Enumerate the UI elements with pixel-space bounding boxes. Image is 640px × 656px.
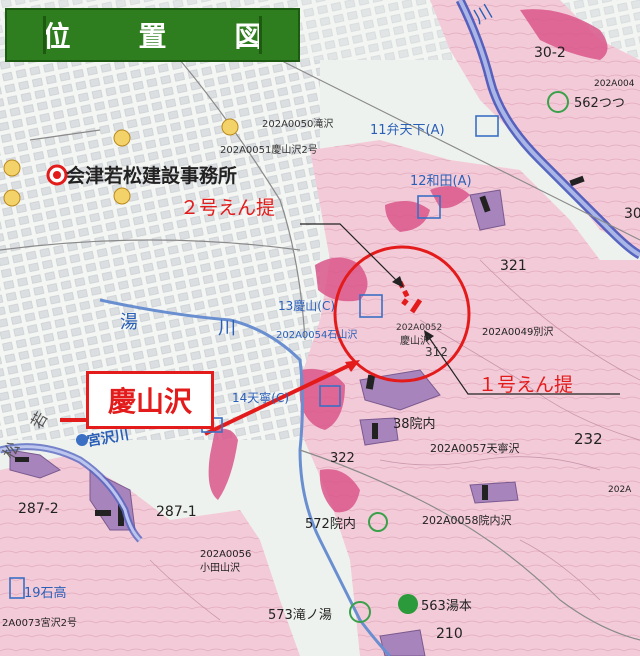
label-30: 30 xyxy=(624,206,640,222)
label-kawa: 川 xyxy=(218,318,236,339)
label-benten: 11弁天下(A) xyxy=(370,123,445,138)
label-563: 563湯本 xyxy=(421,599,472,614)
callout-dam2: ２号えん提 xyxy=(180,197,276,219)
label-keizan-zawa: 慶山沢 xyxy=(400,334,430,347)
office-label: 会津若松建設事務所 xyxy=(66,164,237,187)
office-marker-dot xyxy=(53,171,61,179)
label-ishiyama: 202A0054石山沢 xyxy=(276,328,357,341)
label-z0058: 202A0058院内沢 xyxy=(422,513,512,527)
dam2-leader-head xyxy=(392,276,404,288)
label-322: 322 xyxy=(330,451,355,466)
dam-area-38 xyxy=(359,417,399,446)
label-38: 38院内 xyxy=(393,416,436,432)
label-z0057: 202A0057天寧沢 xyxy=(430,441,520,455)
river-miyazawa-inner xyxy=(0,445,142,542)
label-keizan-c: 13慶山(C) xyxy=(278,299,335,313)
label-odayama: 小田山沢 xyxy=(200,561,240,574)
river-point-icon xyxy=(76,434,88,446)
river-northeast-inner xyxy=(458,0,640,257)
roads xyxy=(0,59,640,641)
onsen-filled-circle xyxy=(398,594,418,614)
label-202a: 202A xyxy=(608,485,632,495)
dam-area-0058 xyxy=(469,481,519,504)
dam1-leader-head xyxy=(424,330,434,342)
label-z004: 202A004 xyxy=(594,79,635,89)
label-yu: 湯 xyxy=(120,312,138,333)
dam1-leader xyxy=(427,335,620,395)
label-562: 562つつ xyxy=(574,96,625,111)
callout-dam1: １号えん提 xyxy=(478,374,574,396)
label-210: 210 xyxy=(436,626,463,642)
dam2-marker xyxy=(397,280,411,308)
callout-keizan: 慶山沢 xyxy=(107,385,192,418)
callout-keizan-box: 慶山沢 xyxy=(86,371,214,429)
title-bar-left xyxy=(43,16,46,54)
label-30-2: 30-2 xyxy=(534,45,566,61)
label-321: 321 xyxy=(500,258,527,274)
title-banner: 位 置 図 xyxy=(5,8,300,62)
label-z0073: 2A0073宮沢2号 xyxy=(2,616,77,629)
label-takinoyu: 573滝ノ湯 xyxy=(268,608,332,623)
green-circles xyxy=(349,91,569,623)
map-title: 位 置 図 xyxy=(42,20,283,53)
label-z0049: 202A0049別沢 xyxy=(482,325,553,338)
highlight-circle xyxy=(333,245,471,383)
dam2-leader xyxy=(300,223,399,283)
hazard-zone-southwest xyxy=(0,455,300,656)
label-ishitaka: 19石高 xyxy=(24,585,67,601)
label-z0050: 202A0050滝沢 xyxy=(262,117,333,130)
map-labels: 会津若松建設事務所 202A0050滝沢 202A0051慶山沢2号 11弁天下… xyxy=(0,1,640,642)
river-yu xyxy=(99,298,392,656)
label-312: 312 xyxy=(425,345,448,359)
dam1-marker xyxy=(409,298,423,314)
label-z0052: 202A0052 xyxy=(396,323,442,333)
keizan-arrowhead xyxy=(345,360,360,372)
keizan-arrow xyxy=(204,363,351,436)
label-232: 232 xyxy=(574,430,603,448)
title-bar-right xyxy=(259,16,262,54)
hazard-zone-miyazawa xyxy=(208,428,238,500)
label-572: 572院内 xyxy=(305,516,356,532)
facility-markers xyxy=(3,118,239,207)
label-tenneiji: 14天寧(C) xyxy=(232,390,289,405)
contours xyxy=(149,259,640,621)
label-287-2: 287-2 xyxy=(18,501,59,517)
hazard-zone-322 xyxy=(319,469,360,513)
label-wada: 12和田(A) xyxy=(410,174,472,189)
dam-bars xyxy=(15,175,585,526)
label-z0051: 202A0051慶山沢2号 xyxy=(220,143,318,156)
label-287-1: 287-1 xyxy=(156,504,197,520)
hazard-zone-30-2 xyxy=(520,9,608,60)
label-z0056: 202A0056 xyxy=(200,549,251,560)
